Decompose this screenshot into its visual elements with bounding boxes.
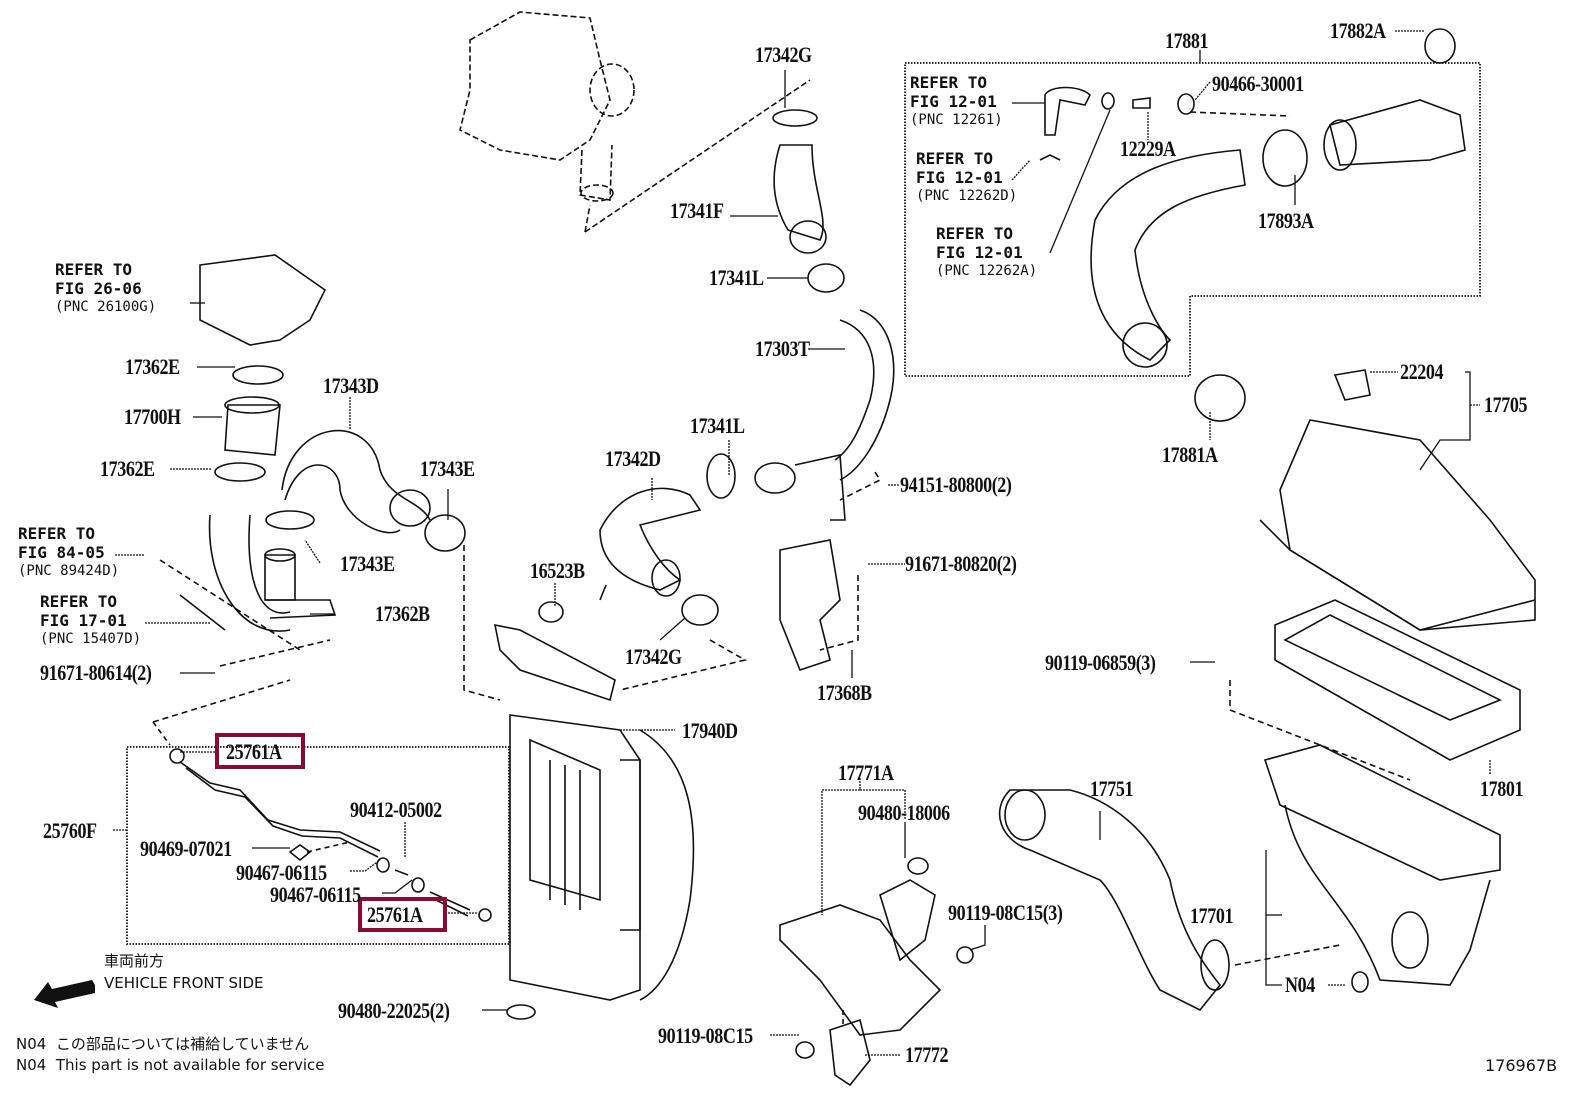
part-label-17341L[interactable]: 17341L: [690, 413, 745, 438]
leader-lines: [113, 31, 1490, 1055]
footnote-text: This part is not available for service: [55, 1056, 325, 1074]
vehicle-front-label: VEHICLE FRONT SIDE: [104, 974, 264, 992]
part-label-90412-05002[interactable]: 90412-05002: [350, 797, 442, 822]
refer-pnc: (PNC 15407D): [40, 631, 142, 647]
refer-pnc: (PNC 12262D): [916, 188, 1018, 204]
part-label-17303T[interactable]: 17303T: [755, 336, 810, 361]
left-hose-group-drawing: [153, 255, 500, 722]
footnote: N04 この部品については補給していません: [16, 1035, 309, 1053]
part-label-90119-08C15[interactable]: 90119-08C15: [658, 1023, 753, 1048]
group-box-25760F: [127, 747, 509, 944]
turbocharger-drawing: [460, 12, 810, 232]
refer-fig: FIG 12-01: [936, 243, 1023, 262]
part-label-17881[interactable]: 17881: [1165, 28, 1209, 53]
refer-pnc: (PNC 12262A): [936, 263, 1038, 279]
part-label-17362B[interactable]: 17362B: [375, 601, 430, 626]
part-label-25760F[interactable]: 25760F: [43, 818, 97, 843]
vehicle-front-label-jp: 車両前方: [104, 952, 165, 970]
refer-block: REFER TO FIG 17-01 (PNC 15407D): [40, 592, 141, 649]
part-label-17342G[interactable]: 17342G: [625, 644, 682, 669]
highlight-box: [358, 897, 447, 932]
part-label-90469-07021[interactable]: 90469-07021: [140, 836, 232, 861]
part-label-22204[interactable]: 22204: [1400, 359, 1444, 384]
group-box-17881: [905, 63, 1480, 376]
highlight-box: [215, 733, 305, 769]
part-label-17341L[interactable]: 17341L: [709, 265, 764, 290]
part-label-17700H[interactable]: 17700H: [124, 404, 181, 429]
refer-line: REFER TO: [18, 524, 96, 543]
refer-pnc: (PNC 12261): [910, 112, 1003, 128]
refer-line: REFER TO: [916, 149, 994, 168]
refer-pnc: (PNC 26100G): [55, 299, 157, 315]
part-label-17882A[interactable]: 17882A: [1330, 18, 1386, 43]
refer-line: REFER TO: [910, 73, 988, 92]
part-label-17771A[interactable]: 17771A: [838, 760, 894, 785]
figure-id: 176967B: [1485, 1056, 1558, 1075]
part-label-17343E[interactable]: 17343E: [340, 551, 395, 576]
refer-block: REFER TO FIG 12-01 (PNC 12262A): [936, 224, 1037, 281]
footnote-code: N04: [16, 1056, 47, 1074]
bracket-17771A-drawing: [780, 858, 973, 1085]
refer-pnc: (PNC 89424D): [18, 563, 120, 579]
part-label-90467-06115[interactable]: 90467-06115: [270, 882, 361, 907]
part-label-17751[interactable]: 17751: [1090, 776, 1134, 801]
part-label-17362E[interactable]: 17362E: [100, 456, 155, 481]
part-label-90466-30001[interactable]: 90466-30001: [1212, 71, 1304, 96]
air-cleaner-drawing: [1195, 370, 1535, 992]
part-label-17341F[interactable]: 17341F: [670, 198, 724, 223]
part-label-17772[interactable]: 17772: [905, 1042, 949, 1067]
refer-fig: FIG 12-01: [910, 92, 997, 111]
air-intake-hose-drawing: [1040, 29, 1465, 367]
part-label-17343E[interactable]: 17343E: [420, 456, 475, 481]
hose-17341F-drawing: [755, 110, 894, 520]
part-label-16523B[interactable]: 16523B: [530, 558, 585, 583]
refer-block: REFER TO FIG 12-01 (PNC 12261): [910, 73, 1003, 130]
footnote-code: N04: [16, 1035, 47, 1053]
refer-line: REFER TO: [936, 224, 1014, 243]
refer-block: REFER TO FIG 12-01 (PNC 12262D): [916, 149, 1017, 206]
part-label-90480-22025[interactable]: 90480-22025(2): [338, 998, 450, 1023]
refer-line: REFER TO: [55, 260, 133, 279]
part-label-90119-08C15-3[interactable]: 90119-08C15(3): [948, 900, 1063, 925]
part-label-91671-80614[interactable]: 91671-80614(2): [40, 660, 152, 685]
part-label-90119-06859[interactable]: 90119-06859(3): [1045, 650, 1156, 675]
part-label-90480-18006[interactable]: 90480-18006: [858, 800, 950, 825]
part-label-91671-80820[interactable]: 91671-80820(2): [905, 551, 1017, 576]
refer-line: REFER TO: [40, 592, 118, 611]
footnote: N04 This part is not available for servi…: [16, 1056, 325, 1074]
part-label-17342G[interactable]: 17342G: [755, 42, 812, 67]
part-label-17343D[interactable]: 17343D: [323, 373, 379, 398]
part-label-12229A[interactable]: 12229A: [1120, 136, 1176, 161]
part-label-17881A[interactable]: 17881A: [1162, 442, 1218, 467]
refer-fig: FIG 26-06: [55, 279, 142, 298]
refer-block: REFER TO FIG 84-05 (PNC 89424D): [18, 524, 119, 581]
arrow-left-down-icon: [34, 980, 95, 1008]
air-duct-17751-drawing: [1000, 790, 1340, 1010]
part-label-17801[interactable]: 17801: [1480, 776, 1524, 801]
part-label-17893A[interactable]: 17893A: [1258, 208, 1314, 233]
part-label-N04[interactable]: N04: [1285, 972, 1315, 997]
refer-block: REFER TO FIG 26-06 (PNC 26100G): [55, 260, 156, 317]
part-label-25761A-highlighted[interactable]: 25761A: [367, 902, 423, 927]
part-label-17368B[interactable]: 17368B: [817, 680, 872, 705]
hose-17342D-drawing: [600, 454, 880, 690]
refer-fig: FIG 12-01: [916, 168, 1003, 187]
part-label-17701[interactable]: 17701: [1190, 903, 1234, 928]
footnote-text: この部品については補給していません: [55, 1035, 310, 1053]
part-label-17705[interactable]: 17705: [1484, 392, 1528, 417]
part-label-90467-06115[interactable]: 90467-06115: [236, 860, 327, 885]
part-label-94151-80800[interactable]: 94151-80800(2): [900, 472, 1012, 497]
part-label-25761A-highlighted[interactable]: 25761A: [226, 739, 282, 764]
part-label-17362E[interactable]: 17362E: [125, 354, 180, 379]
refer-fig: FIG 84-05: [18, 543, 105, 562]
part-label-17342D[interactable]: 17342D: [605, 446, 661, 471]
refer-fig: FIG 17-01: [40, 611, 127, 630]
part-label-17940D[interactable]: 17940D: [682, 718, 738, 743]
